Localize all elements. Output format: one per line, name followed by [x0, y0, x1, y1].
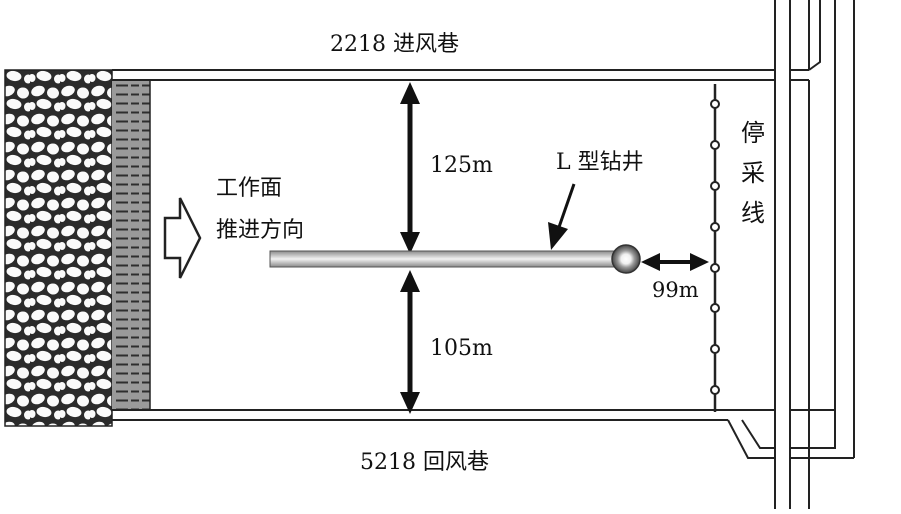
stop-distance-label: 99m	[652, 278, 699, 302]
upper-distance-label: 125m	[430, 153, 493, 178]
stop-line-label: 停 采 线	[738, 113, 768, 233]
return-roadway-label: 5218 回风巷	[360, 450, 489, 475]
goaf-zone	[4, 69, 113, 427]
return-roadway	[112, 409, 854, 459]
face-label-line1: 工作面	[216, 176, 283, 201]
well-pointer-arrow	[548, 183, 576, 250]
advance-arrow-icon	[163, 197, 202, 279]
well-label: L 型钻井	[556, 150, 644, 175]
lower-distance-label: 105m	[430, 336, 493, 361]
stop-line-char: 停	[741, 119, 765, 147]
stop-distance-arrow	[641, 253, 709, 271]
lower-distance-arrow	[400, 270, 420, 414]
upper-distance-arrow	[400, 82, 420, 254]
horizontal-borehole	[269, 250, 623, 268]
stop-line-char: 采	[741, 159, 765, 187]
face-label-line2: 推进方向	[216, 218, 305, 243]
stop-mining-line	[710, 84, 720, 412]
support-zone	[112, 80, 150, 410]
stop-line-char: 线	[741, 199, 765, 227]
intake-roadway	[112, 69, 809, 81]
wellhead-icon	[611, 244, 641, 274]
main-roadways	[774, 0, 855, 509]
intake-roadway-label: 2218 进风巷	[330, 32, 459, 57]
